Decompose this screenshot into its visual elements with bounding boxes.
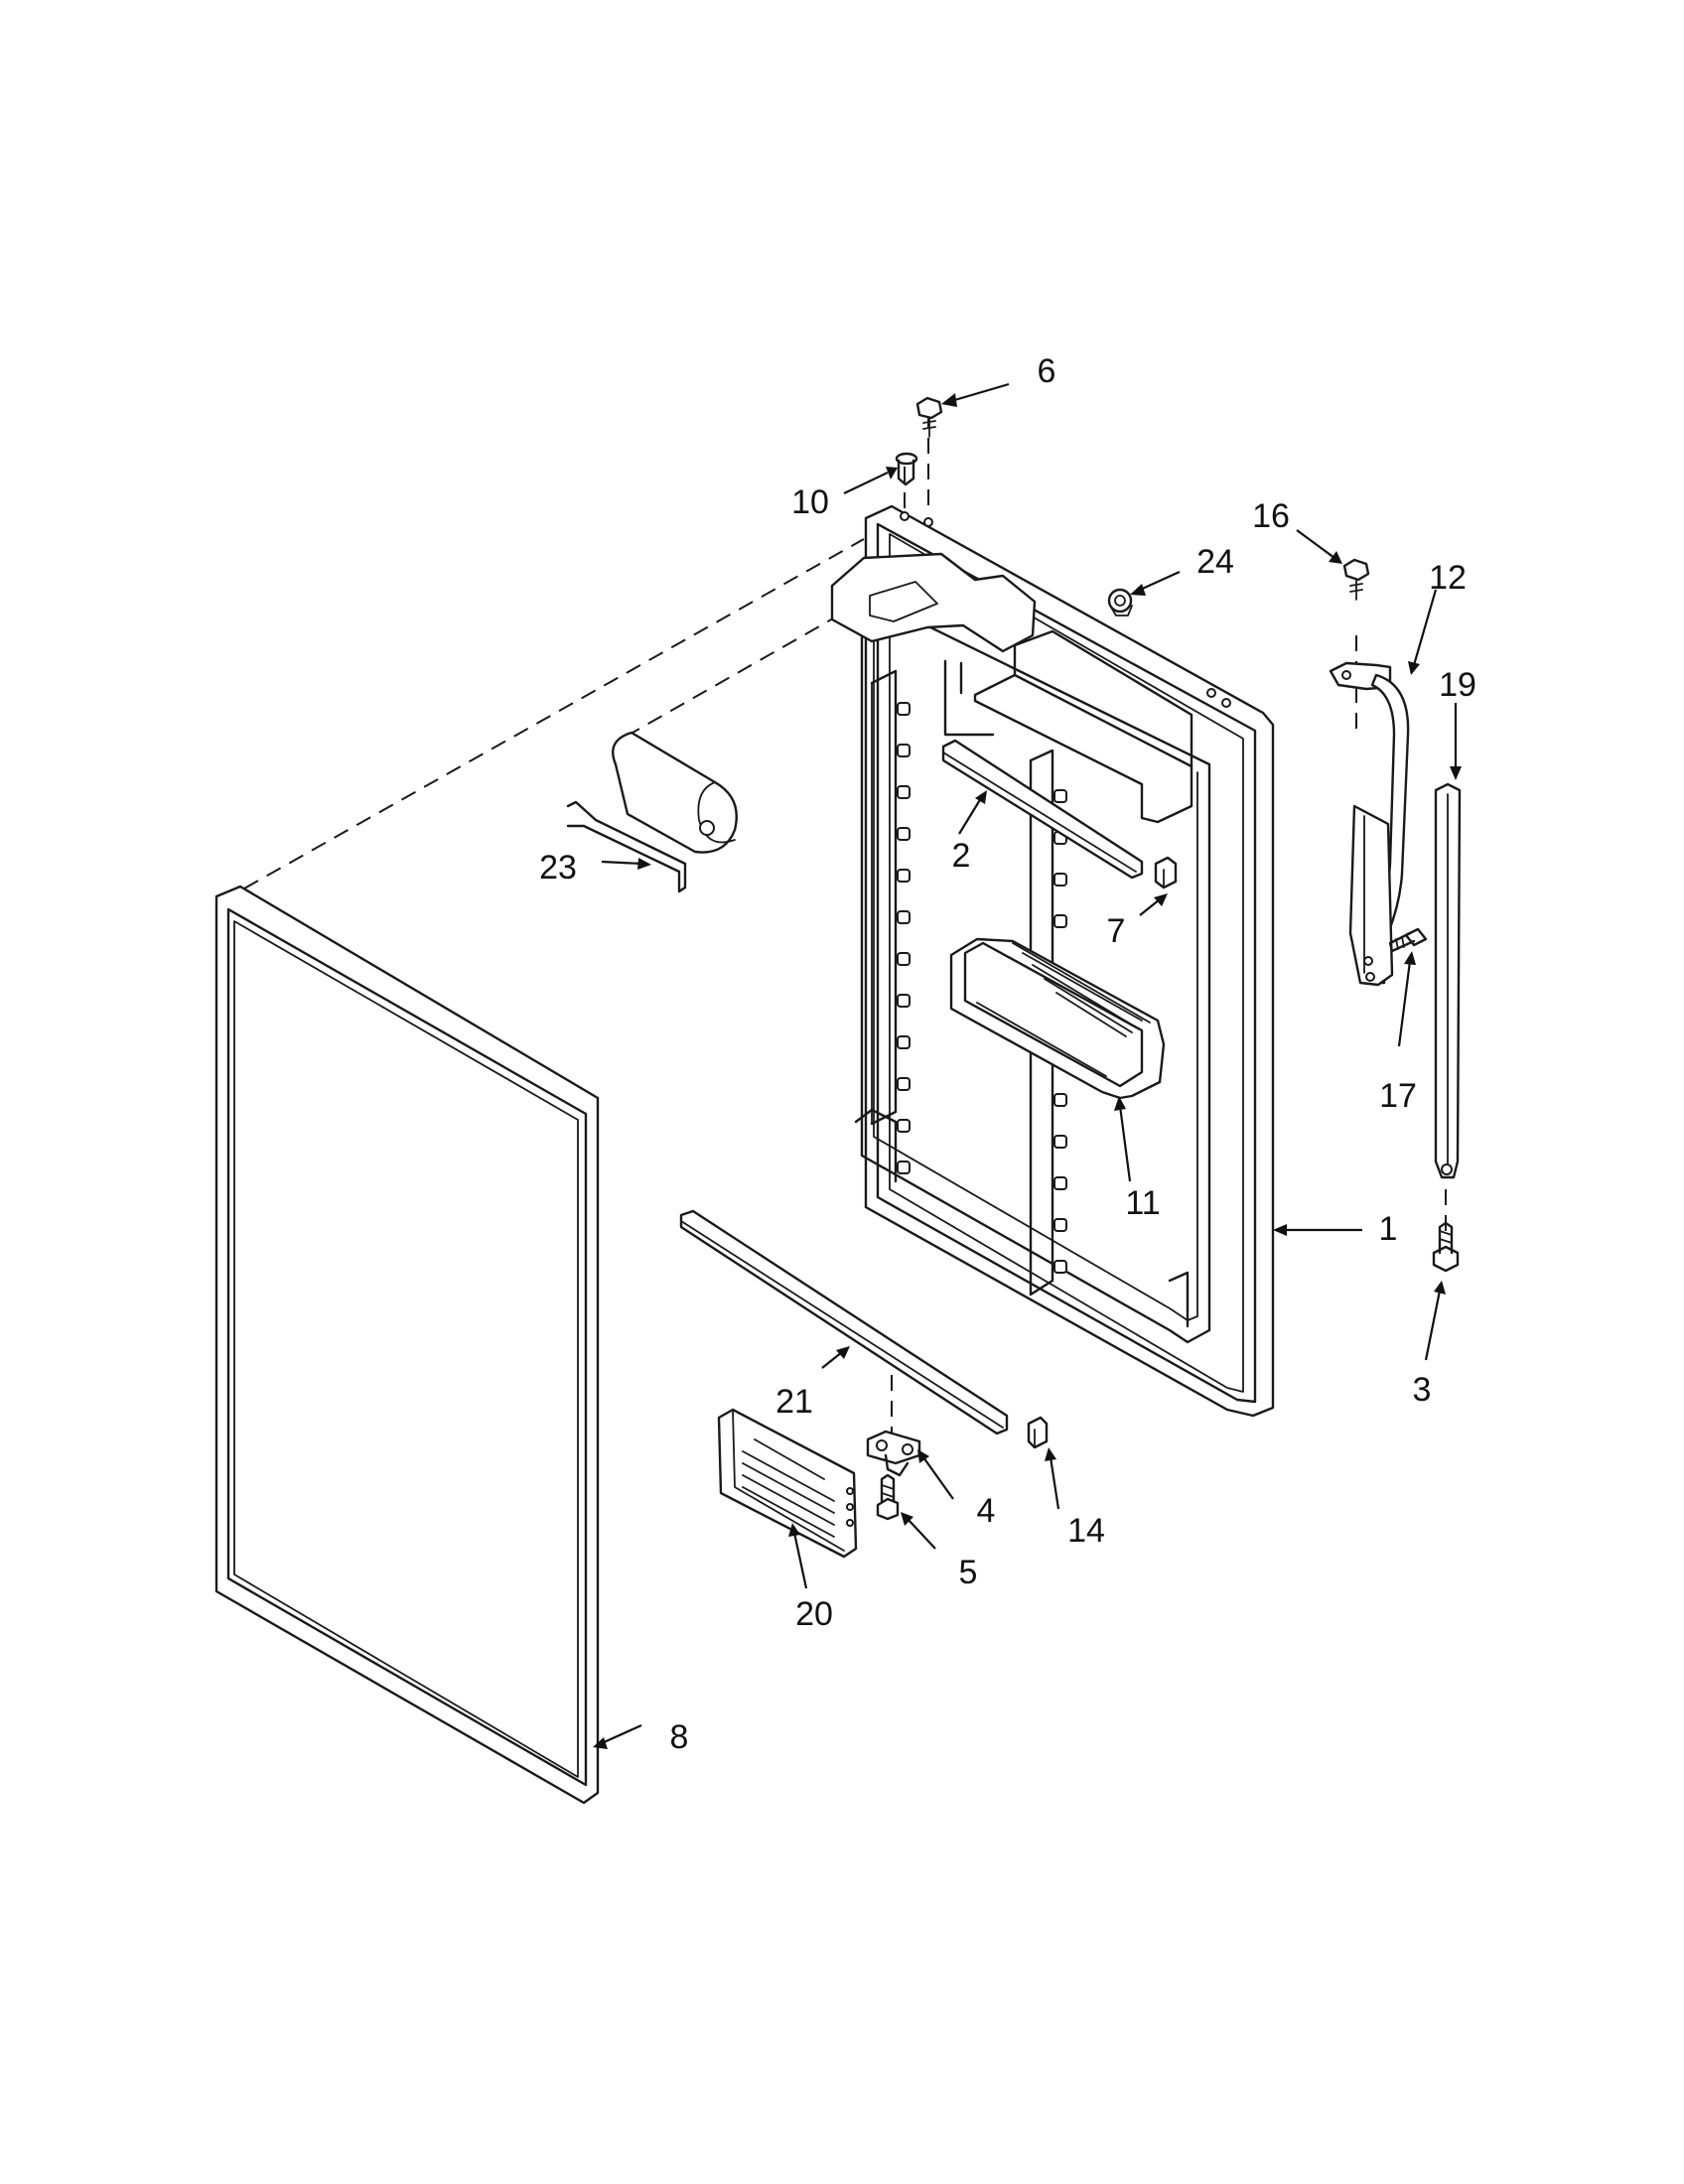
callout-6: 6	[1038, 352, 1056, 390]
callout-8: 8	[670, 1718, 689, 1756]
refrigerator-door-part	[830, 504, 1275, 1418]
hinge-pin-part	[895, 452, 918, 486]
door-handle-part	[1329, 661, 1410, 987]
callout-16: 16	[1252, 497, 1290, 535]
callout-19: 19	[1439, 666, 1476, 704]
plug-button-part	[1107, 588, 1133, 616]
handle-screw-part	[1342, 558, 1370, 601]
bottom-bar-end-cap-part	[1027, 1416, 1049, 1449]
door-trim-strip-part	[1434, 782, 1462, 1179]
callout-1: 1	[1379, 1210, 1398, 1248]
bottom-hinge-screw-part	[876, 1473, 900, 1521]
door-bin-part	[949, 937, 1166, 1100]
callout-2: 2	[952, 837, 971, 875]
callout-21: 21	[775, 1383, 813, 1421]
door-gasket-part	[214, 885, 600, 1805]
callout-24: 24	[1196, 543, 1234, 581]
trim-screw-part	[1432, 1221, 1460, 1273]
bottom-shelf-bar-part	[679, 1209, 1009, 1435]
callout-17: 17	[1379, 1077, 1417, 1115]
callout-11: 11	[1125, 1184, 1160, 1222]
grille-panel-part	[717, 1408, 858, 1559]
callout-4: 4	[977, 1492, 996, 1530]
leader-arrows	[593, 382, 1462, 1749]
bottom-hinge-part	[866, 1430, 921, 1477]
bar-end-cap-part	[1154, 856, 1178, 889]
callout-14: 14	[1067, 1512, 1105, 1550]
callout-20: 20	[795, 1595, 833, 1633]
compartment-cover-part	[566, 731, 738, 893]
callout-5: 5	[959, 1554, 978, 1591]
shelf-bar-part	[941, 739, 1144, 880]
handle-mount-screw-part	[1388, 927, 1428, 953]
assembly-lines	[243, 412, 1447, 1439]
callout-23: 23	[539, 849, 577, 887]
hinge-screw-part	[915, 396, 943, 438]
callout-12: 12	[1429, 559, 1467, 597]
shelf-mount-dots	[897, 702, 1067, 1274]
callout-10: 10	[791, 483, 829, 521]
callout-labels: 1 2 3 4 5 6 7 8 10 11 12 14 16 17 19 20 …	[539, 352, 1476, 1756]
callout-7: 7	[1107, 912, 1126, 950]
callout-3: 3	[1413, 1371, 1432, 1409]
